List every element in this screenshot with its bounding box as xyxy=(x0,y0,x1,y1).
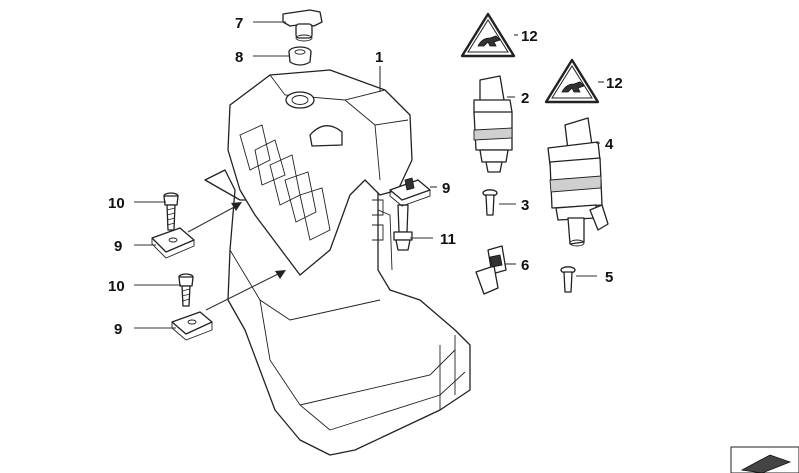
bolt-part-10-lower xyxy=(178,273,194,307)
clip-nut-left-lower xyxy=(171,311,213,341)
hose-elbow-connector xyxy=(282,9,323,42)
callout-10-lower: 10 xyxy=(108,278,125,295)
washer-pump-small xyxy=(473,75,513,173)
hazard-symbol-icon xyxy=(477,35,501,47)
leader-lines xyxy=(134,21,604,329)
assembly-arrows xyxy=(187,202,286,311)
callout-9-left-lower: 9 xyxy=(114,321,122,338)
callout-2: 2 xyxy=(521,90,529,107)
filler-grommet xyxy=(288,46,312,66)
clip-nut-upper xyxy=(389,177,431,207)
screw-part-3 xyxy=(482,189,498,216)
catalog-corner-icon xyxy=(730,446,799,473)
callout-6: 6 xyxy=(521,257,529,274)
clip-nut-left-upper xyxy=(151,227,195,259)
callout-4: 4 xyxy=(605,136,614,153)
hazard-symbol-icon xyxy=(561,81,585,93)
callout-1: 1 xyxy=(375,49,383,66)
electrical-connector xyxy=(475,245,507,295)
warning-triangle-12-lower xyxy=(544,58,600,104)
callout-9-left-upper: 9 xyxy=(114,238,122,255)
callout-labels: 7 8 1 2 3 4 5 6 11 9 10 9 10 9 12 12 xyxy=(108,15,623,338)
callout-3: 3 xyxy=(521,197,529,214)
callout-10-upper: 10 xyxy=(108,195,125,212)
bolt-part-11 xyxy=(393,204,413,251)
warning-triangle-12-upper xyxy=(460,12,516,58)
washer-pump-large xyxy=(547,117,609,247)
callout-8: 8 xyxy=(235,49,243,66)
callout-12-lower: 12 xyxy=(606,75,623,92)
callout-5: 5 xyxy=(605,269,613,286)
bolt-part-10-upper xyxy=(163,192,179,231)
callout-9-right: 9 xyxy=(442,180,450,197)
callout-12-upper: 12 xyxy=(521,28,538,45)
screw-part-5 xyxy=(560,266,576,293)
washer-fluid-reservoir xyxy=(204,69,471,456)
callout-11: 11 xyxy=(440,231,456,248)
callout-7: 7 xyxy=(235,15,243,32)
